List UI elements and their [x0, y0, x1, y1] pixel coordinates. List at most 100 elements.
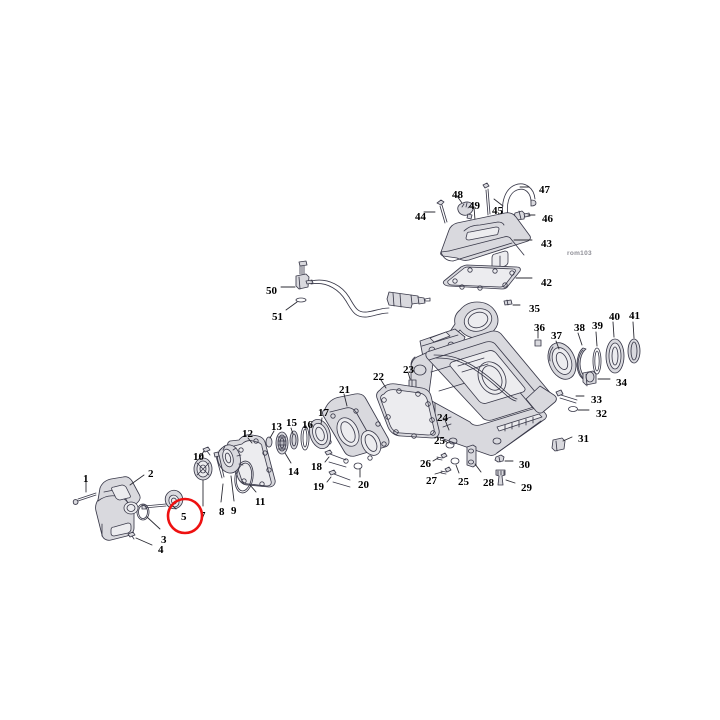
group-speedo-cable: [280, 260, 431, 318]
leader-41: [632, 321, 635, 339]
leader-3: [146, 516, 161, 530]
part-39-ring: [592, 347, 602, 375]
leader-48: [456, 195, 463, 204]
part-16-ring: [300, 425, 310, 451]
callout-label-37: 37: [551, 330, 562, 342]
callout-label-38: 38: [574, 322, 585, 334]
part-1-bolt: [72, 492, 97, 505]
part-9-gear: [217, 444, 244, 474]
group-top-fasteners: [423, 182, 537, 228]
part-26-screw: [436, 452, 448, 461]
leader-25-lower: [455, 464, 460, 474]
part-27-screw: [440, 466, 452, 475]
callout-label-25: 25: [434, 435, 445, 447]
part-30-nut: [494, 454, 505, 463]
leader-27: [434, 471, 443, 475]
callout-label-13: 13: [271, 421, 282, 433]
callout-label-3: 3: [161, 534, 167, 546]
leader-26: [432, 457, 439, 462]
part-11-oring: [234, 460, 254, 494]
callout-label-4: 4: [158, 544, 164, 556]
callout-label-45: 45: [492, 205, 503, 217]
callout-label-18: 18: [311, 461, 322, 473]
leader-19: [326, 476, 332, 483]
callout-label-8: 8: [219, 506, 225, 518]
part-4-pin: [127, 531, 136, 540]
leader-25-upper: [443, 439, 449, 444]
callout-label-46: 46: [542, 213, 553, 225]
callout-label-35: 35: [529, 303, 540, 315]
leader-40: [612, 321, 615, 338]
part-7-bearing: [193, 457, 213, 481]
part-13-washer: [265, 436, 273, 448]
callout-label-7: 7: [200, 510, 206, 522]
callout-label-39: 39: [592, 320, 603, 332]
callout-label-25b: 25: [458, 476, 469, 488]
part-43-top-cover: [440, 212, 531, 270]
callout-label-42: 42: [541, 277, 552, 289]
part-33-bolt: [555, 389, 578, 404]
part-25-washer-lower: [450, 457, 460, 465]
callout-label-14: 14: [288, 466, 299, 478]
callout-label-36: 36: [534, 322, 545, 334]
callout-label-21: 21: [339, 384, 350, 396]
callout-label-34: 34: [616, 377, 627, 389]
part-14-bearing: [275, 431, 289, 455]
part-18-bolt: [324, 449, 347, 468]
leader-8: [220, 483, 224, 503]
callout-label-10: 10: [193, 451, 204, 463]
leader-38: [577, 332, 583, 346]
watermark: rom103: [567, 250, 592, 257]
callout-label-47: 47: [539, 184, 550, 196]
part-40-seal: [605, 338, 625, 374]
callout-label-33: 33: [591, 394, 602, 406]
part-47-hose: [502, 183, 537, 217]
leader-23: [407, 371, 411, 380]
part-15-washer: [289, 430, 299, 450]
callout-label-51: 51: [272, 311, 283, 323]
leader-2: [129, 474, 145, 486]
callout-label-27: 27: [426, 475, 437, 487]
leader-31: [562, 436, 573, 442]
callout-label-1: 1: [83, 473, 89, 485]
callout-label-50: 50: [266, 285, 277, 297]
part-36-plug: [534, 339, 542, 347]
callout-label-49: 49: [469, 200, 480, 212]
callout-label-40: 40: [609, 311, 620, 323]
leader-17: [320, 417, 323, 425]
callout-label-9: 9: [231, 505, 237, 517]
part-48-fitting: [457, 201, 474, 220]
leader-9: [230, 475, 235, 502]
callout-label-41: 41: [629, 310, 640, 322]
leader-21: [343, 393, 348, 407]
callout-label-23: 23: [403, 364, 414, 376]
part-42-gasket: [442, 264, 521, 291]
part-19-bolt: [328, 469, 351, 488]
leader-11: [249, 484, 257, 493]
leader-4: [135, 537, 153, 546]
part-32-washer: [568, 406, 578, 412]
leader-18: [324, 456, 330, 463]
callout-label-43: 43: [541, 238, 552, 250]
callout-label-16: 16: [302, 419, 313, 431]
callout-label-2: 2: [148, 468, 154, 480]
part-12-gasket: [227, 434, 276, 488]
part-50-sensor: [295, 260, 314, 290]
callout-label-44: 44: [415, 211, 426, 223]
callout-label-30: 30: [519, 459, 530, 471]
leader-39: [595, 331, 598, 347]
leader-24: [444, 419, 450, 431]
leader-22: [380, 379, 387, 389]
callout-label-20: 20: [358, 479, 369, 491]
part-24-transmission-case: [410, 301, 557, 456]
callout-label-29: 29: [521, 482, 532, 494]
part-22-gasket: [376, 383, 440, 439]
part-34-bushing: [582, 370, 597, 387]
callout-label-19: 19: [313, 481, 324, 493]
callout-label-22: 22: [373, 371, 384, 383]
leader-45: [493, 198, 504, 207]
part-20-washer: [353, 462, 363, 470]
leader-28: [474, 463, 482, 473]
